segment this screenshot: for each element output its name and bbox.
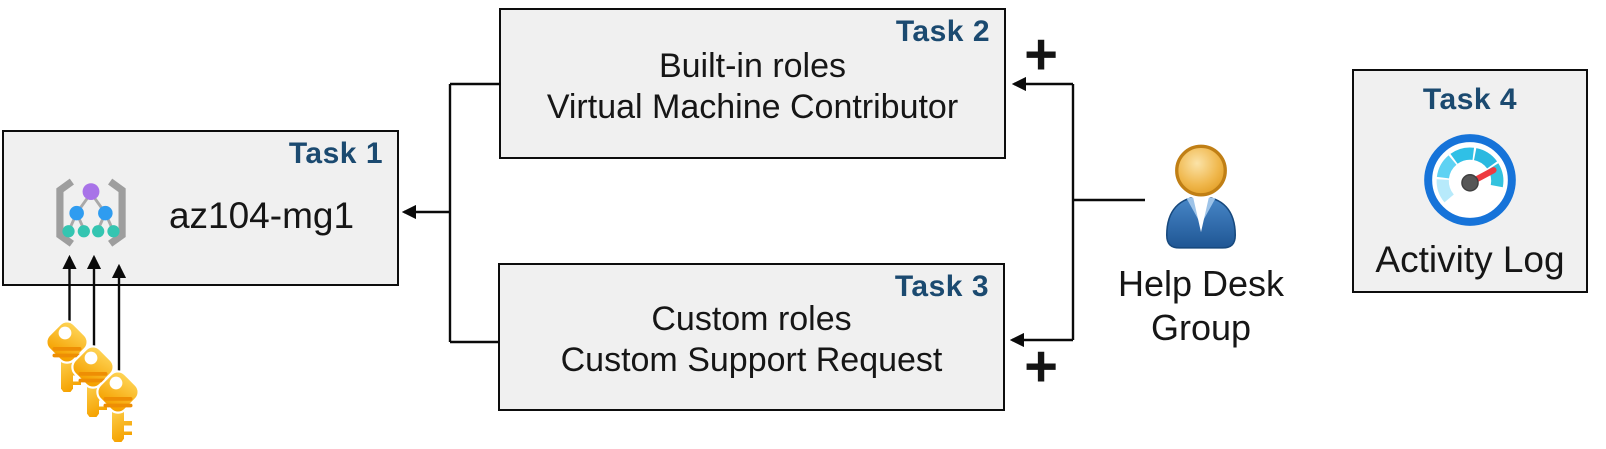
task1-label: Task 1 — [288, 137, 383, 170]
helpdesk-group: Help Desk Group — [1110, 140, 1292, 350]
task1-box: Task 1 az104-mg1 — [2, 130, 399, 286]
task4-caption: Activity Log — [1375, 239, 1565, 280]
task2-label: Task 2 — [895, 15, 990, 48]
task3-line1: Custom roles — [651, 300, 852, 339]
helpdesk-line2: Group — [1150, 306, 1252, 348]
management-group-name: az104-mg1 — [168, 195, 355, 236]
task3-line2: Custom Support Request — [560, 341, 943, 379]
task3-label: Task 3 — [894, 270, 989, 303]
key-3-icon — [92, 366, 144, 445]
helpdesk-line1: Help Desk — [1117, 263, 1285, 304]
plus-sign-task2: + — [1024, 22, 1058, 87]
key-1-icon — [41, 316, 93, 395]
plus-sign-task3: + — [1024, 334, 1058, 399]
task2-line2: Virtual Machine Contributor — [546, 87, 959, 126]
management-group-icon — [56, 178, 126, 247]
task4-box: Task 4 Activity Log — [1352, 69, 1588, 293]
task3-box: Task 3 Custom roles Custom Support Reque… — [498, 263, 1005, 411]
key-2-icon — [67, 341, 119, 420]
person-icon — [1165, 142, 1237, 249]
task2-box: Task 2 Built-in roles Virtual Machine Co… — [499, 8, 1006, 159]
task4-label: Task 4 — [1422, 83, 1518, 116]
activity-log-gauge-icon — [1424, 134, 1516, 226]
task2-line1: Built-in roles — [658, 46, 847, 85]
access-keys-icon — [41, 316, 144, 445]
